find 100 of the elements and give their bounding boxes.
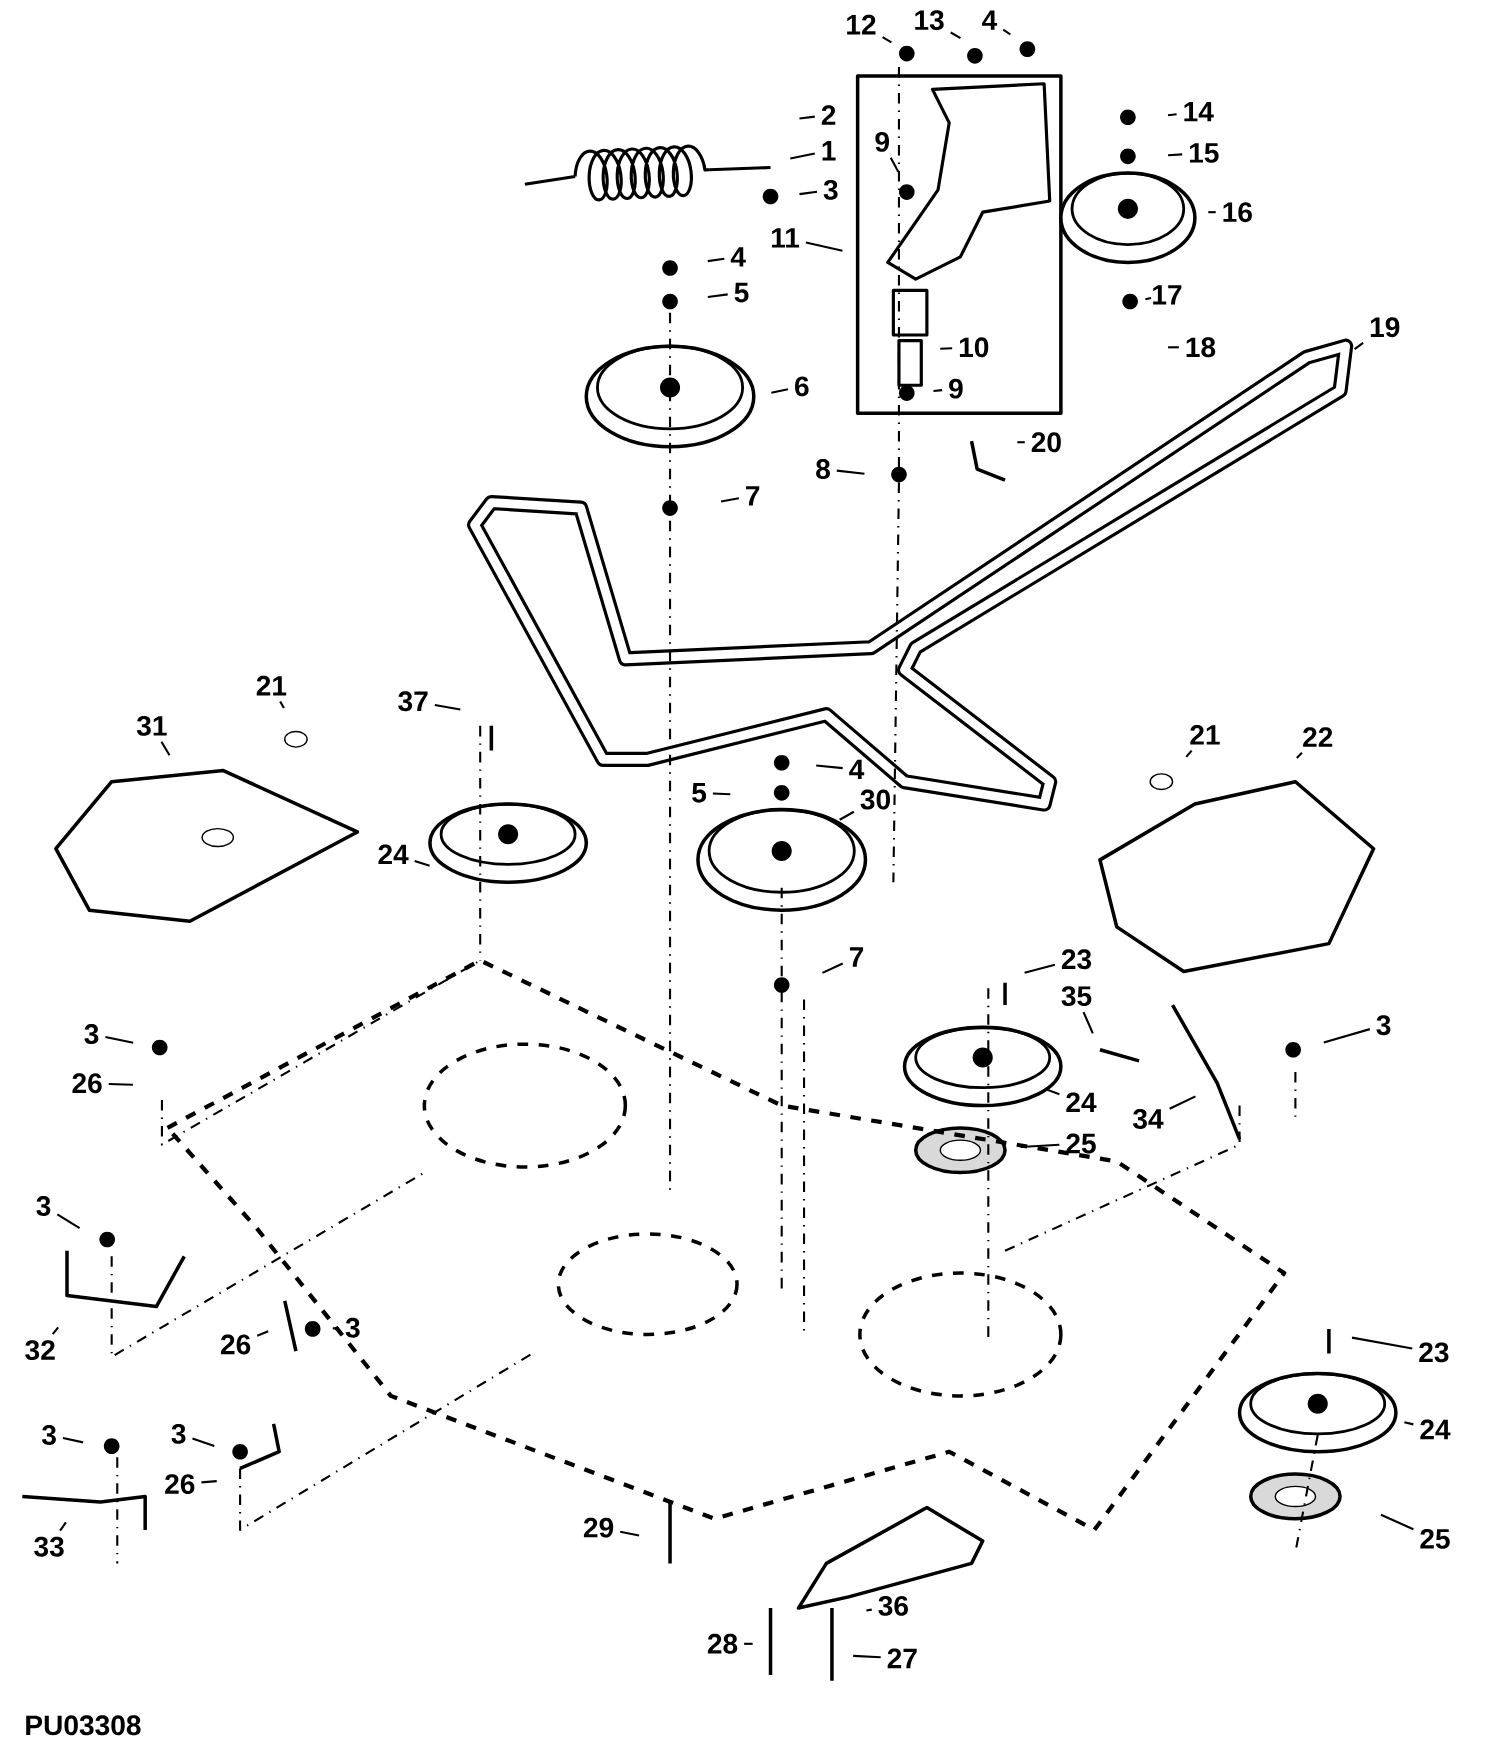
leader-line	[62, 1436, 84, 1444]
leader-line	[712, 792, 731, 796]
callout-number: 3	[1376, 1015, 1391, 1036]
callout-number: 3	[36, 1196, 51, 1217]
leader-line	[721, 497, 740, 503]
callout-number: 17	[1153, 285, 1182, 305]
leader-line	[279, 700, 285, 709]
leader-line	[799, 115, 816, 120]
leader-line	[1169, 1095, 1197, 1110]
leader-line	[434, 704, 461, 711]
callout-number: 24	[1066, 1092, 1097, 1112]
callout-number: 26	[72, 1073, 102, 1094]
callout-number: 8	[816, 459, 831, 479]
leader-line	[940, 347, 953, 350]
callout-number: 31	[137, 715, 167, 736]
callout-number: 3	[84, 1024, 99, 1045]
leader-line	[836, 469, 865, 475]
callout-number: 24	[378, 844, 409, 865]
callout-number: 35	[1061, 986, 1092, 1007]
callout-number: 25	[1066, 1133, 1096, 1154]
callout-number: 24	[1420, 1419, 1451, 1440]
callout-number: 9	[949, 378, 963, 399]
leader-line	[816, 764, 843, 770]
callout-number: 23	[1062, 949, 1092, 970]
callout-number: 12	[847, 14, 876, 35]
callout-number: 21	[1190, 725, 1220, 745]
leader-line	[707, 257, 725, 263]
leader-line	[805, 241, 843, 252]
leader-line	[882, 36, 893, 44]
leader-line	[933, 389, 943, 393]
leader-line	[839, 810, 855, 821]
leader-line	[1404, 1421, 1414, 1426]
leader-line	[790, 152, 816, 160]
callout-number: 4	[849, 759, 865, 780]
callout-number: 29	[584, 1517, 614, 1538]
callout-number: 22	[1303, 727, 1333, 747]
callout-number: 30	[860, 789, 891, 810]
callout-number: 1	[822, 141, 836, 161]
leader-line	[1185, 749, 1193, 758]
callout-number: 18	[1186, 337, 1216, 358]
callout-number: 33	[34, 1536, 64, 1557]
leader-line	[1354, 342, 1364, 350]
leader-line	[201, 1480, 217, 1484]
leader-line	[256, 1330, 269, 1337]
leader-line	[1208, 211, 1216, 214]
callout-number: 9	[875, 131, 890, 152]
leader-line	[414, 860, 431, 867]
leader-line	[1145, 297, 1152, 301]
callout-number: 13	[915, 10, 944, 31]
callout-number: 26	[221, 1334, 251, 1355]
leader-line	[1351, 1336, 1413, 1350]
leader-line	[1020, 1143, 1060, 1149]
callout-number: 37	[398, 691, 428, 712]
callout-number: 4	[982, 10, 998, 30]
leader-line	[744, 1642, 753, 1645]
callout-number: 3	[42, 1425, 57, 1445]
callout-number: 2	[821, 105, 836, 125]
leader-line	[1017, 441, 1025, 444]
leader-line	[52, 1326, 60, 1335]
callout-number: 6	[795, 376, 809, 397]
leader-line	[332, 1327, 340, 1330]
callout-number: 28	[708, 1633, 738, 1654]
leader-line	[1046, 1088, 1060, 1096]
leader-line	[799, 190, 818, 196]
leader-line	[822, 962, 844, 974]
callout-number: 15	[1190, 143, 1219, 163]
leader-line	[105, 1035, 134, 1044]
callout-number: 34	[1133, 1109, 1164, 1129]
leader-line	[1168, 113, 1177, 117]
leader-line	[1082, 1011, 1094, 1034]
leader-line	[1024, 963, 1056, 974]
leader-line	[1380, 1513, 1414, 1531]
leader-line	[1323, 1028, 1371, 1044]
leader-line	[1002, 28, 1012, 36]
leader-line	[620, 1530, 640, 1537]
callout-number: 7	[850, 947, 864, 967]
leader-line	[950, 31, 962, 39]
leader-line	[771, 388, 789, 394]
callout-number: 5	[692, 783, 707, 803]
leader-line	[853, 1654, 881, 1659]
callout-number: 11	[772, 228, 800, 248]
callout-number: 16	[1223, 202, 1253, 223]
callout-number: 27	[887, 1648, 917, 1669]
callout-number: 19	[1371, 317, 1400, 338]
figure-code: PU03308	[26, 1715, 141, 1736]
callout-number: 10	[960, 337, 989, 358]
callout-number: 3	[823, 179, 838, 200]
leader-line	[1296, 752, 1303, 759]
leader-line	[59, 1521, 67, 1532]
callout-number: 14	[1184, 102, 1214, 122]
callout-number: 4	[730, 247, 746, 267]
callout-number: 7	[746, 486, 760, 506]
leader-line	[108, 1082, 134, 1086]
leader-line	[1168, 153, 1183, 157]
callout-number: 23	[1419, 1342, 1449, 1363]
callout-number: 20	[1031, 432, 1061, 453]
leader-line	[192, 1437, 215, 1447]
leader-line	[889, 157, 900, 173]
callout-number: 3	[171, 1423, 186, 1444]
callout-number: 36	[878, 1595, 909, 1616]
